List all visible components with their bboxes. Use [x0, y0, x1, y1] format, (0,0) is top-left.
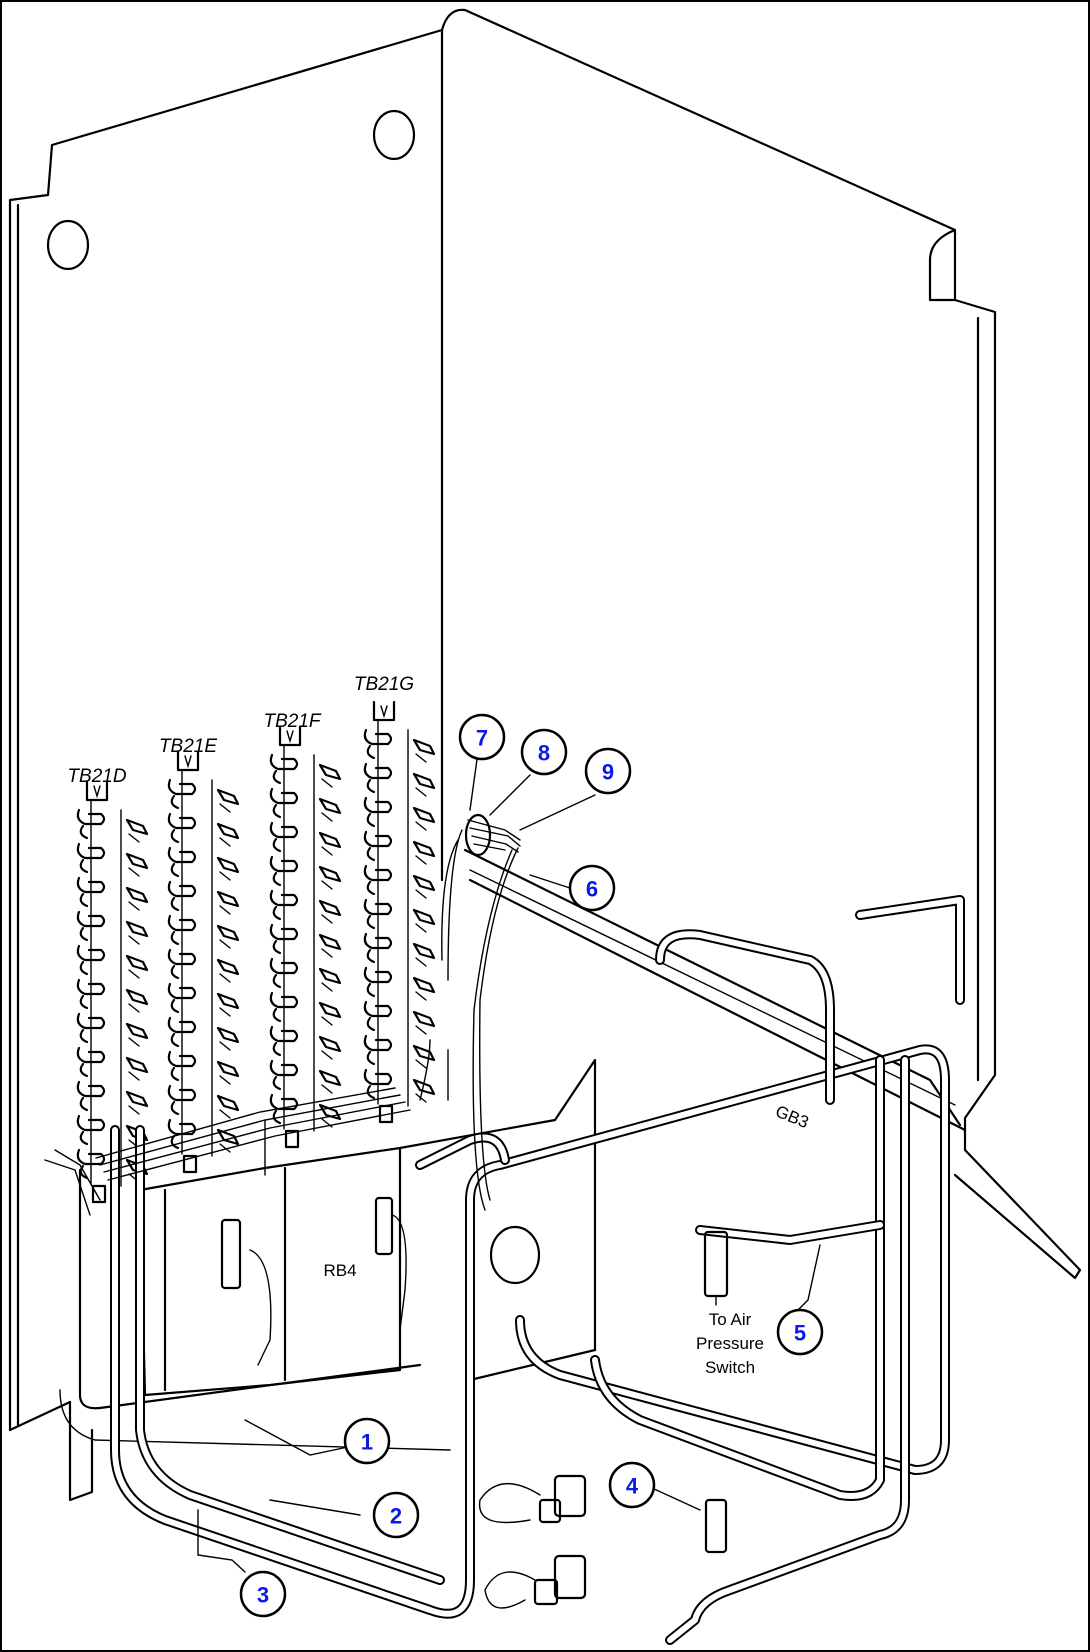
- grommet: [441, 813, 521, 1211]
- mount-hole-top: [372, 109, 416, 161]
- right-panel: [440, 8, 1082, 1280]
- terminal-block-label: TB21G: [354, 674, 414, 695]
- callout-2: 2: [372, 1491, 420, 1539]
- air-switch-line-2: Pressure: [696, 1334, 764, 1353]
- callout-8: 8: [520, 728, 568, 776]
- air-switch-line-3: Switch: [705, 1358, 755, 1377]
- callout-number: 7: [476, 726, 488, 751]
- mounting-rail: GB3: [463, 848, 967, 1132]
- terminal-block-label: TB21F: [263, 711, 321, 732]
- wire-harness: [110, 895, 965, 1645]
- mount-hole-left: [46, 219, 90, 271]
- connector-plug: [553, 1554, 587, 1600]
- callout-7: 7: [458, 713, 506, 761]
- terminal-block: TB21F: [263, 711, 342, 1149]
- callouts: 1 2 3 4 5 6 7 8 9: [239, 713, 824, 1618]
- callout-number: 2: [390, 1504, 402, 1529]
- left-panel: [8, 28, 444, 1502]
- callout-number: 3: [257, 1583, 269, 1608]
- air-switch-line-1: To Air: [709, 1310, 752, 1329]
- callout-number: 4: [626, 1474, 639, 1499]
- terminal-block: TB21D: [67, 766, 149, 1204]
- callout-4: 4: [608, 1461, 656, 1509]
- relay-label: RB4: [323, 1261, 356, 1280]
- air-switch-connector: To Air Pressure Switch: [696, 1230, 764, 1377]
- callout-1: 1: [343, 1417, 391, 1465]
- connector-plug: [553, 1474, 587, 1518]
- relay-module: RB4: [138, 1146, 402, 1397]
- terminal-block: TB21G: [354, 674, 436, 1124]
- callout-6: 6: [568, 864, 616, 912]
- callout-number: 1: [361, 1430, 373, 1455]
- rail-label: GB3: [773, 1102, 812, 1132]
- connector-plugs: [478, 1474, 728, 1609]
- connector-plug-4: [704, 1498, 728, 1554]
- terminal-blocks: TB21D TB21E TB21F TB21G: [67, 674, 436, 1204]
- terminal-block-label: TB21D: [67, 766, 126, 787]
- terminal-block: TB21E: [159, 736, 240, 1174]
- callout-3: 3: [239, 1570, 287, 1618]
- callout-number: 5: [794, 1321, 806, 1346]
- terminal-block-label: TB21E: [159, 736, 217, 757]
- leader-lines: [197, 751, 821, 1573]
- callout-number: 9: [602, 760, 614, 785]
- callout-9: 9: [584, 747, 632, 795]
- callout-number: 6: [586, 877, 598, 902]
- callout-5: 5: [776, 1308, 824, 1356]
- callout-number: 8: [538, 741, 550, 766]
- terminal-wires: [44, 1039, 449, 1366]
